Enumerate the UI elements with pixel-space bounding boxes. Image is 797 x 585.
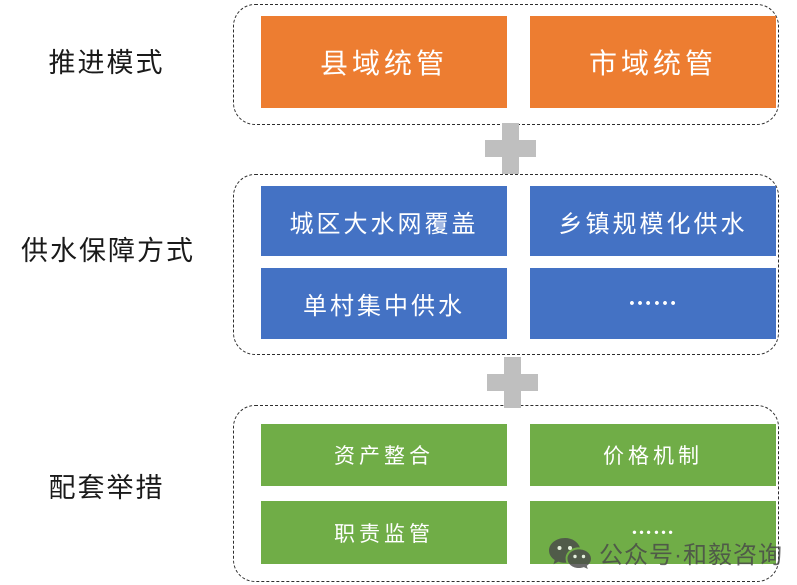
box-label: 单村集中供水 (303, 294, 465, 320)
box-label: …… (631, 515, 675, 539)
plus-icon (485, 123, 536, 174)
row-label-promotion-mode: 推进模式 (48, 48, 165, 78)
box-urban-water-network-coverage: 城区大水网覆盖 (261, 186, 507, 256)
box-responsibility-supervision: 职责监管 (261, 501, 507, 564)
box-ellipsis: …… (530, 268, 776, 339)
box-label: 职责监管 (334, 521, 434, 546)
box-township-scale-supply: 乡镇规模化供水 (530, 186, 776, 256)
box-label: 乡镇规模化供水 (558, 211, 748, 238)
box-label: …… (628, 285, 678, 311)
row-label-supply-guarantee: 供水保障方式 (21, 236, 195, 266)
box-label: 市域统管 (588, 49, 717, 80)
group-supply-guarantee: 城区大水网覆盖 乡镇规模化供水 单村集中供水 …… (233, 174, 779, 355)
box-asset-integration: 资产整合 (261, 424, 507, 486)
box-label: 资产整合 (334, 444, 434, 468)
plus-icon (487, 357, 538, 408)
box-label: 县域统管 (319, 49, 448, 80)
wechat-icon (549, 537, 591, 569)
box-single-village-supply: 单村集中供水 (261, 268, 507, 339)
watermark-text: 公众号·和毅咨询 (599, 542, 783, 569)
box-county-unified-management: 县域统管 (261, 16, 507, 108)
box-label: 价格机制 (603, 444, 703, 468)
group-promotion-mode: 县域统管 市域统管 (233, 4, 779, 125)
box-price-mechanism: 价格机制 (530, 424, 776, 486)
row-label-supporting-measures: 配套举措 (48, 473, 165, 503)
box-city-unified-management: 市域统管 (530, 16, 776, 108)
watermark: 公众号·和毅咨询 (548, 535, 783, 570)
box-label: 城区大水网覆盖 (289, 211, 479, 238)
